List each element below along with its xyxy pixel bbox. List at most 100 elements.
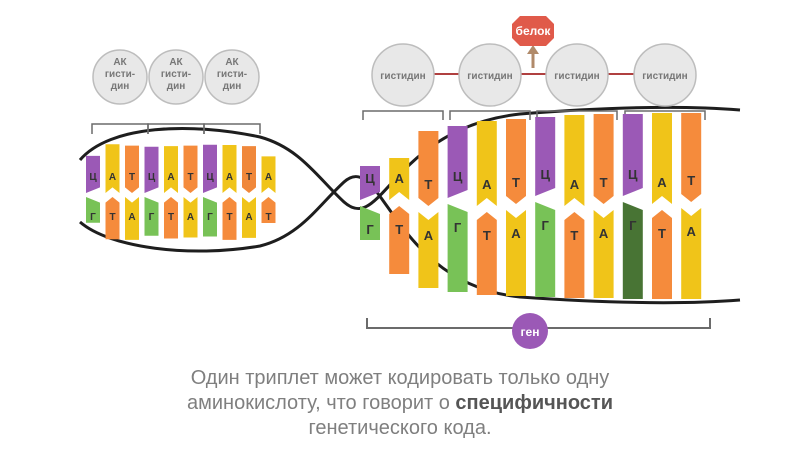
left-base-bottom-letter-1: Г <box>90 212 96 223</box>
right-base-bottom-1 <box>360 206 380 240</box>
left-base-bottom-letter-7: Г <box>207 212 213 223</box>
right-base-top-9 <box>593 114 614 204</box>
right-base-top-letter-7: Ц <box>540 167 550 182</box>
left-base-top-letter-1: Ц <box>89 172 97 183</box>
caption-bold-word: специфичности <box>455 392 613 414</box>
gene-label: ген <box>521 325 540 339</box>
right-base-bottom-letter-1: Г <box>366 222 374 237</box>
left-base-top-letter-3: Т <box>129 172 135 183</box>
right-base-top-2 <box>389 158 410 200</box>
right-base-bottom-7 <box>535 202 556 297</box>
left-base-bottom-letter-2: Т <box>109 212 115 223</box>
left-base-bottom-8 <box>222 197 237 240</box>
left-amino-acid-circle-2 <box>148 49 204 105</box>
right-base-top-letter-12: Т <box>687 173 695 188</box>
right-base-top-3 <box>418 131 439 206</box>
left-amino-acid-label-2-1: АК <box>169 57 183 68</box>
right-base-top-letter-6: Т <box>512 175 520 190</box>
right-base-bottom-letter-3: А <box>424 228 434 243</box>
right-base-bottom-letter-10: Г <box>629 218 637 233</box>
right-base-top-letter-4: Ц <box>453 169 463 184</box>
right-codon-bracket-3 <box>536 110 618 120</box>
right-base-bottom-12 <box>681 208 702 299</box>
right-amino-acid-circle-1 <box>371 43 435 107</box>
right-base-bottom-letter-12: А <box>687 224 697 239</box>
left-base-bottom-letter-4: Г <box>149 212 155 223</box>
left-base-bottom-4 <box>144 197 159 236</box>
left-amino-acid-label-2-2: гисти- <box>161 69 191 80</box>
left-base-bottom-3 <box>125 197 139 240</box>
right-base-top-6 <box>506 119 526 204</box>
right-base-top-letter-10: Ц <box>628 167 638 182</box>
right-codon-bracket-1 <box>362 110 444 120</box>
left-base-bottom-letter-10: Т <box>265 212 271 223</box>
left-base-top-10 <box>261 156 276 193</box>
left-amino-acid-label-1-2: гисти- <box>105 69 135 80</box>
left-base-top-letter-7: Ц <box>206 172 214 183</box>
right-amino-acid-label-2: гистидин <box>467 71 512 82</box>
right-amino-acid-label-1: гистидин <box>380 71 425 82</box>
left-base-bottom-2 <box>105 197 120 240</box>
right-base-bottom-letter-7: Г <box>542 218 550 233</box>
caption-line-3: генетического кода. <box>308 417 492 439</box>
right-base-top-letter-8: А <box>570 177 580 192</box>
left-amino-acid-label-3-1: АК <box>225 57 239 68</box>
left-base-top-6 <box>183 145 198 193</box>
left-base-top-1 <box>86 155 100 193</box>
caption-text: аминокислоту, что говорит о <box>186 392 456 414</box>
right-base-top-letter-5: А <box>482 177 492 192</box>
left-amino-acid-label-2-3: дин <box>167 81 186 92</box>
right-base-bottom-11 <box>652 210 672 299</box>
right-base-bottom-9 <box>593 210 614 298</box>
right-amino-acid-circle-3 <box>545 43 609 107</box>
right-base-bottom-8 <box>564 212 585 298</box>
right-base-bottom-2 <box>389 206 410 274</box>
left-amino-acid-label-3-3: дин <box>223 81 242 92</box>
right-base-bottom-3 <box>418 212 439 288</box>
right-base-top-letter-9: Т <box>600 175 608 190</box>
left-amino-acid-circle-1 <box>92 49 148 105</box>
right-base-bottom-letter-8: Т <box>570 228 578 243</box>
right-base-bottom-letter-9: А <box>599 226 609 241</box>
right-base-top-12 <box>681 113 702 202</box>
right-base-top-letter-11: А <box>657 175 667 190</box>
left-base-top-9 <box>242 146 256 193</box>
right-base-bottom-4 <box>447 204 468 292</box>
right-base-bottom-5 <box>476 212 497 295</box>
left-base-bottom-5 <box>164 197 178 239</box>
dna-strand-top <box>78 105 741 210</box>
left-base-top-8 <box>222 145 237 193</box>
protein-label: белок <box>516 24 552 38</box>
right-base-top-11 <box>652 113 672 204</box>
left-base-bottom-letter-9: А <box>245 212 252 223</box>
left-base-bottom-6 <box>183 197 198 238</box>
gene-circle <box>512 313 548 349</box>
right-base-bottom-6 <box>506 210 526 296</box>
right-base-top-8 <box>564 115 585 206</box>
left-base-bottom-letter-5: Т <box>168 212 174 223</box>
caption-line-2: аминокислоту, что говорит о специфичност… <box>0 391 800 416</box>
left-amino-acid-label-1-1: АК <box>113 57 127 68</box>
right-base-bottom-10 <box>622 202 643 299</box>
left-base-bottom-1 <box>86 197 100 223</box>
right-amino-acid-circle-4 <box>633 43 697 107</box>
caption: Один триплет может кодировать только одн… <box>0 366 800 441</box>
left-base-top-4 <box>144 146 159 193</box>
left-amino-acid-label-3-2: гисти- <box>217 69 247 80</box>
left-base-bottom-9 <box>242 197 256 238</box>
right-amino-acid-label-3: гистидин <box>554 71 599 82</box>
left-amino-acid-circle-3 <box>204 49 260 105</box>
right-base-top-5 <box>476 121 497 206</box>
caption-line-1: Один триплет может кодировать только одн… <box>190 367 610 389</box>
left-base-bottom-letter-8: Т <box>226 212 232 223</box>
right-amino-acid-circle-2 <box>458 43 522 107</box>
right-base-bottom-letter-6: А <box>511 226 521 241</box>
left-codon-bracket-3 <box>203 123 261 134</box>
right-base-top-1 <box>360 166 380 200</box>
right-base-top-letter-2: А <box>395 171 405 186</box>
left-base-top-letter-9: Т <box>246 172 252 183</box>
left-base-top-7 <box>203 144 217 193</box>
right-base-top-10 <box>622 114 643 196</box>
